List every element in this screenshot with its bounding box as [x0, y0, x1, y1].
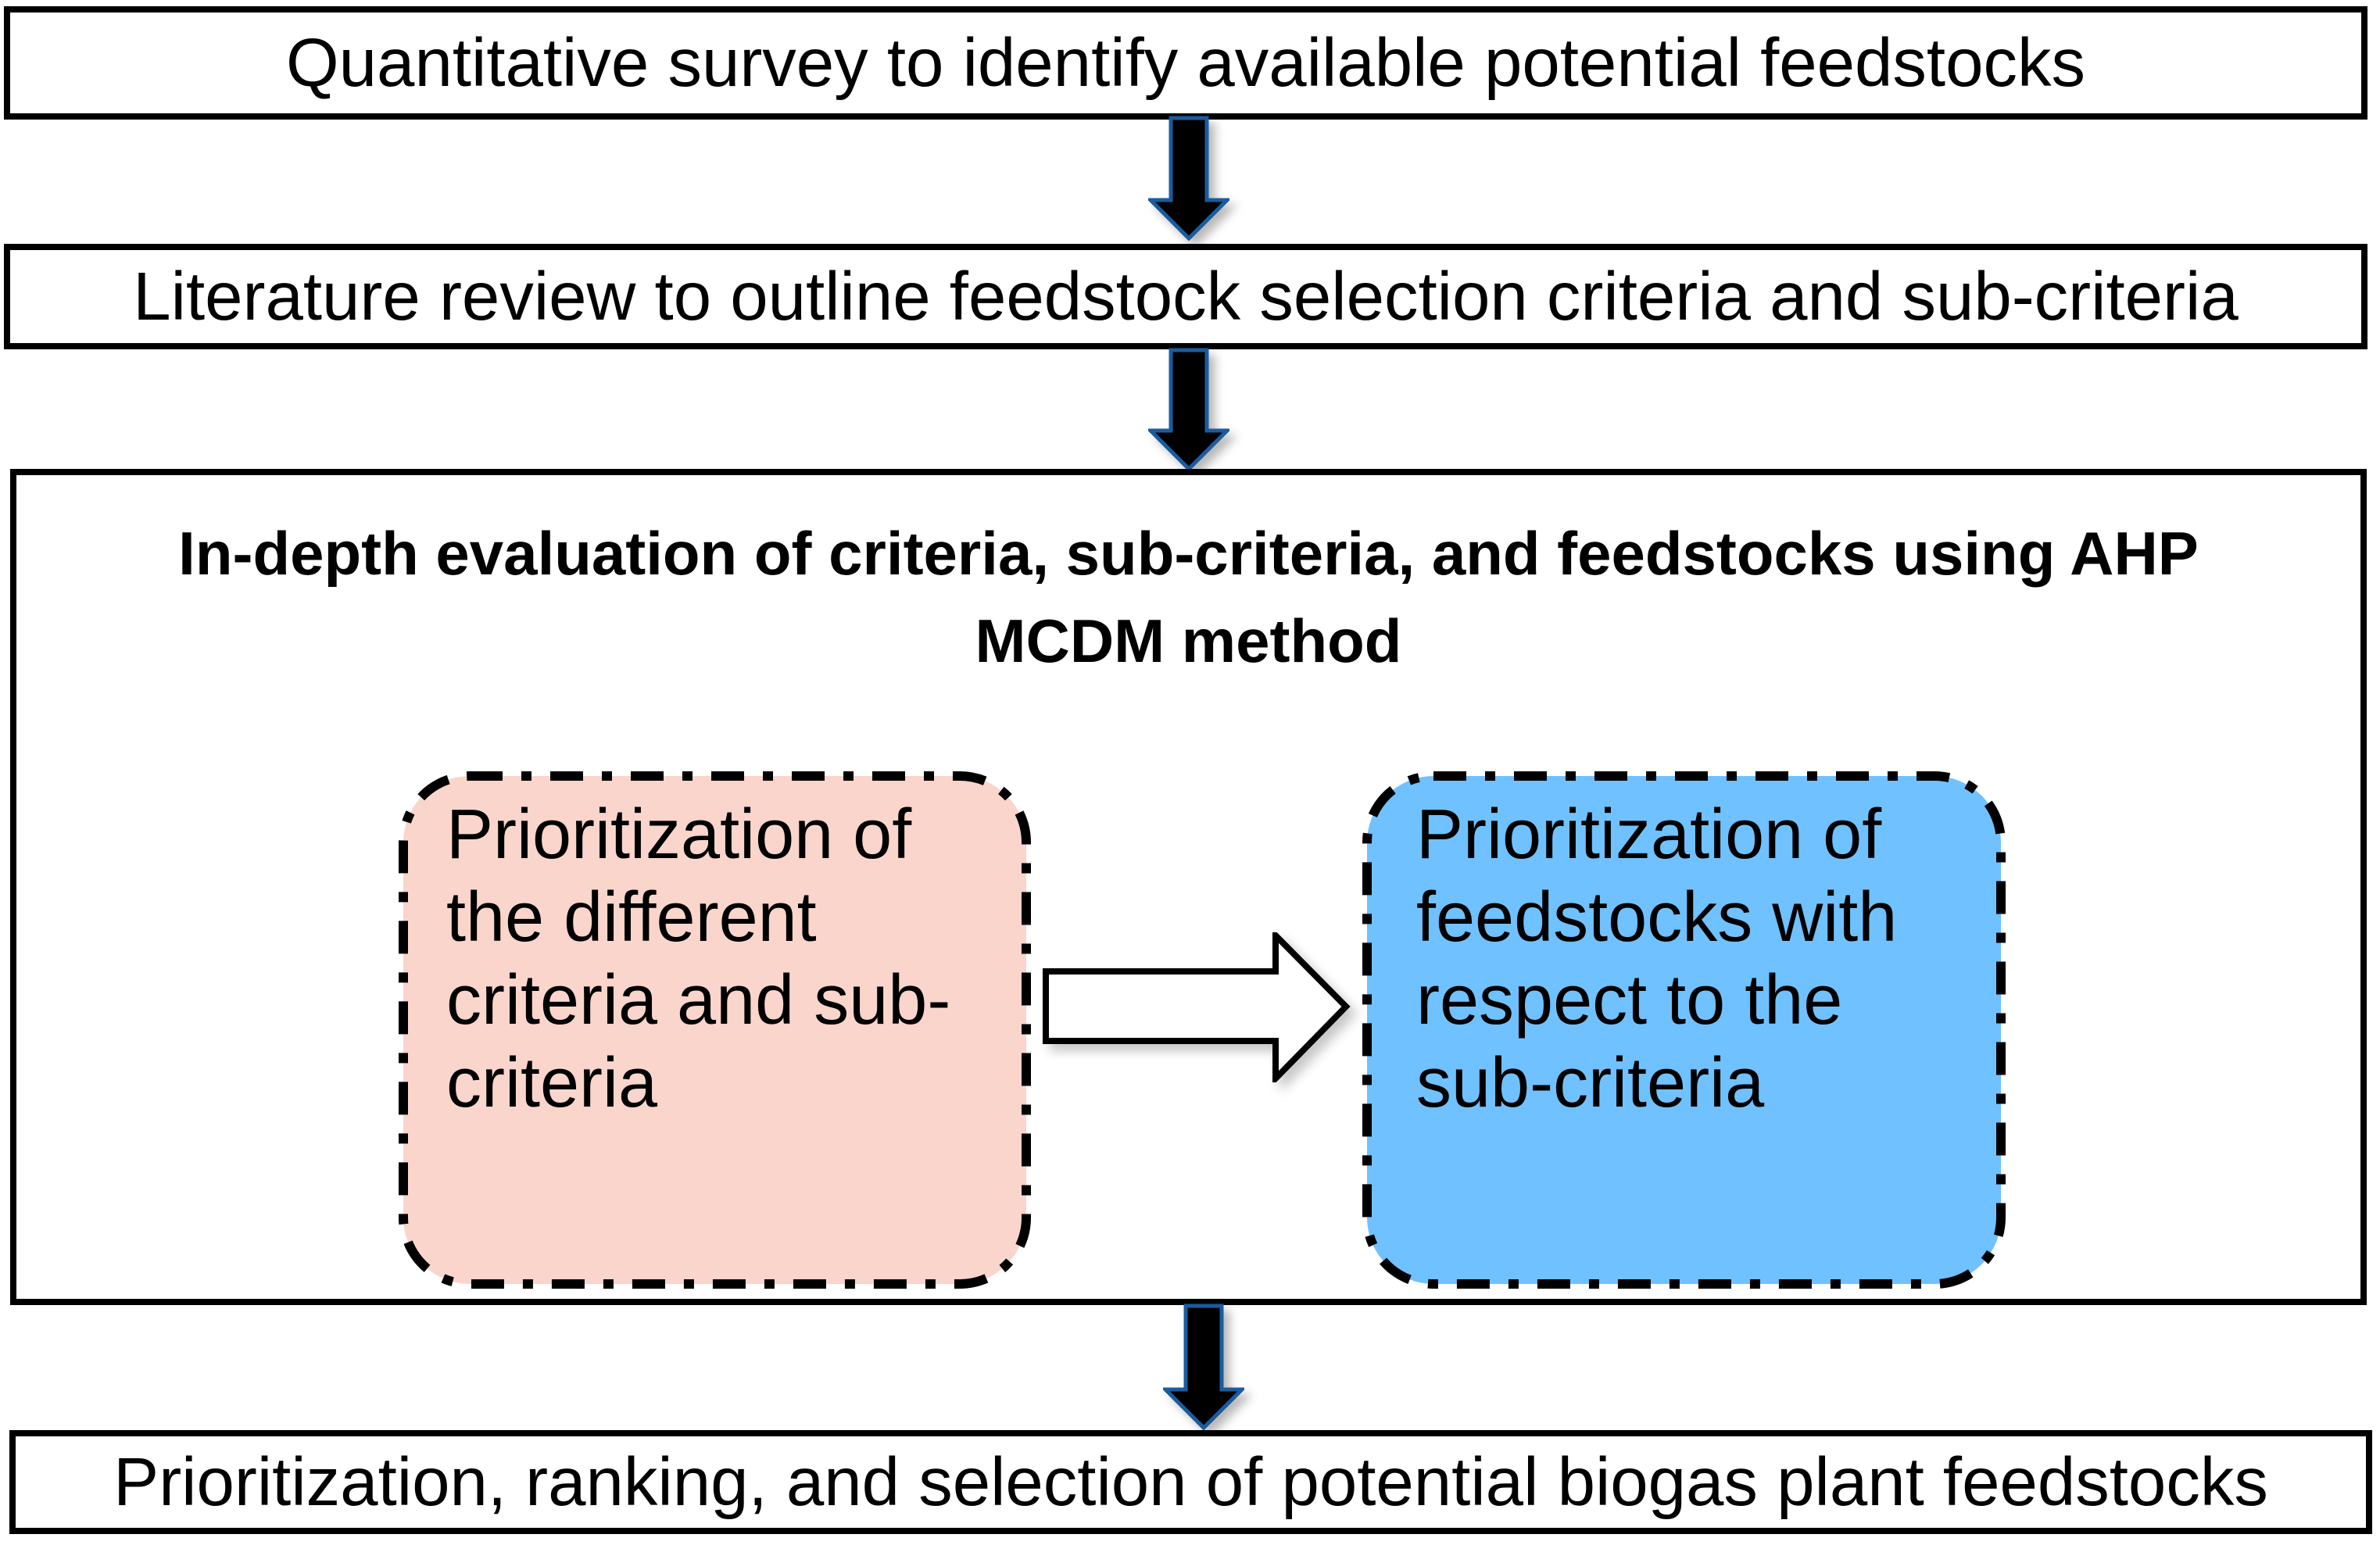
down-arrow-shape: [1148, 116, 1229, 241]
feedstock-prioritization-label: Prioritization of feedstocks with respec…: [1416, 796, 1898, 1122]
box-prioritization-result: Prioritization, ranking, and selection o…: [9, 1430, 2372, 1534]
box-quantitative-survey-label: Quantitative survey to identify availabl…: [286, 24, 2085, 101]
ahp-evaluation-title: In-depth evaluation of criteria, sub-cri…: [178, 519, 2199, 675]
feedstock-prioritization-box-shape: [1362, 771, 2006, 1289]
down-arrow-icon: [1163, 1304, 1244, 1430]
feedstock-prioritization-box: [1362, 771, 2006, 1289]
down-arrow-shape: [1148, 348, 1229, 471]
right-arrow-icon: [1043, 932, 1351, 1082]
criteria-prioritization-label: Prioritization of the different criteria…: [446, 796, 951, 1122]
down-arrow-icon: [1148, 348, 1229, 471]
box-prioritization-result-label: Prioritization, ranking, and selection o…: [113, 1443, 2268, 1520]
criteria-prioritization-box: [399, 771, 1031, 1289]
box-quantitative-survey: Quantitative survey to identify availabl…: [4, 6, 2367, 120]
criteria-prioritization-box-shape: [399, 771, 1031, 1289]
down-arrow-icon: [1148, 116, 1229, 241]
down-arrow-shape: [1163, 1304, 1244, 1430]
box-literature-review: Literature review to outline feedstock s…: [4, 244, 2367, 349]
box-literature-review-label: Literature review to outline feedstock s…: [133, 258, 2239, 334]
right-arrow-shape: [1043, 932, 1351, 1082]
